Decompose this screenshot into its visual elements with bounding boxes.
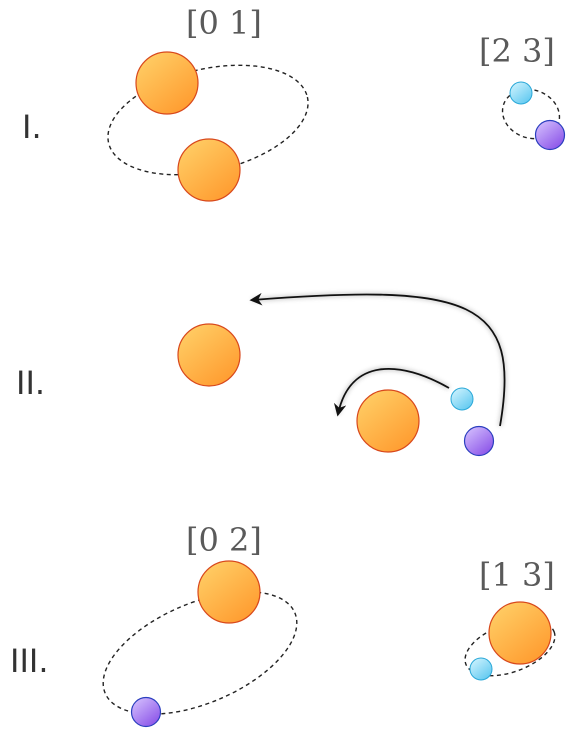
orange-star-1 — [488, 601, 552, 665]
violet-star-3 — [534, 119, 566, 151]
pair-label-1-3: [1 3] — [479, 556, 555, 594]
stage-label-1: I. — [22, 108, 42, 146]
binary-orbit-1-3 — [464, 619, 556, 677]
swap-arrow-cyan-to-lower — [333, 368, 450, 417]
cyan-star-2 — [450, 387, 474, 411]
binary-orbit-0-2 — [102, 591, 298, 715]
violet-star-3 — [463, 425, 495, 457]
violet-star-3 — [130, 696, 162, 728]
stage-label-2: II. — [16, 364, 45, 402]
stage-label-3: III. — [10, 642, 48, 680]
pair-label-0-1: [0 1] — [186, 4, 262, 42]
swap-arrow-violet-to-left — [249, 292, 506, 427]
orange-star-0 — [177, 323, 241, 387]
orange-star-0 — [197, 560, 261, 624]
orange-star-1 — [356, 389, 420, 453]
cyan-star-2 — [509, 81, 533, 105]
pair-label-2-3: [2 3] — [479, 32, 555, 70]
pair-label-0-2: [0 2] — [186, 521, 262, 559]
orange-star-0 — [135, 51, 199, 115]
cyan-star-2 — [469, 657, 493, 681]
orange-star-1 — [177, 138, 241, 202]
